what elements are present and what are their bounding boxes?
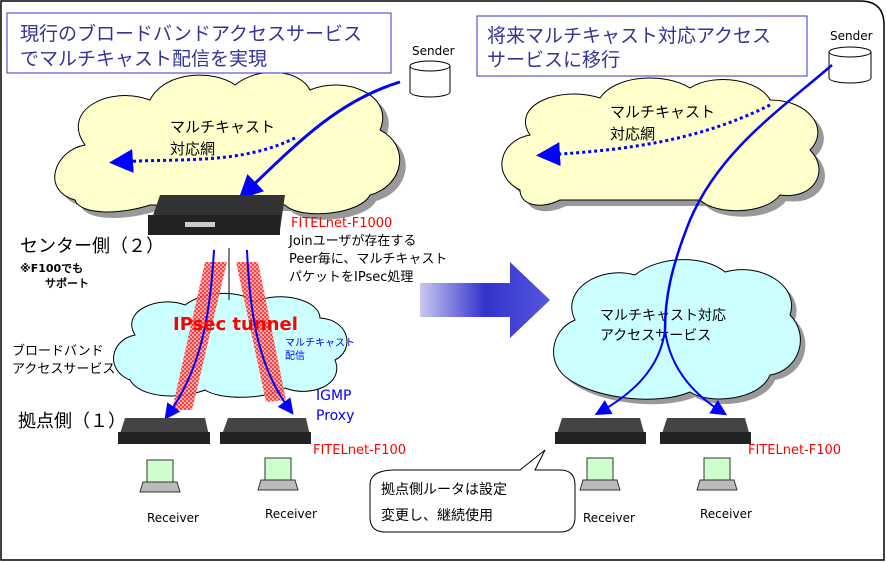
access-service-label: マルチキャスト対応 xyxy=(600,308,726,324)
router-f100 xyxy=(118,418,210,444)
sender-label-right: Sender xyxy=(830,29,873,43)
left-title-line2: でマルチキャスト配信を実現 xyxy=(20,48,267,70)
callout-text-2: 変更し、継続使用 xyxy=(381,507,493,524)
multicast-delivery-2: 配信 xyxy=(285,350,305,362)
tunnel-flow-1 xyxy=(164,249,215,420)
ipsec-tunnel-1 xyxy=(172,262,227,410)
multicast-dotted-arrow-left xyxy=(109,136,296,174)
left-title-line1: 現行のブロードバンドアクセスサービス xyxy=(20,22,362,45)
broadband-label-1: ブロードバンド xyxy=(12,343,104,359)
ipsec-tunnel-label: IPsec tunnel xyxy=(173,314,298,335)
center-desc-1: Joinユーザが存在する xyxy=(288,234,416,249)
f1000-label: FITELnet-F1000 xyxy=(291,216,392,231)
access-service-label-2: アクセスサービス xyxy=(600,328,711,344)
multicast-flow-right xyxy=(663,64,833,331)
right-title-box xyxy=(476,15,808,77)
multicast-network-cloud-right xyxy=(501,77,825,217)
flow-to-receiver-2 xyxy=(664,329,728,416)
multicast-net-label-left: マルチキャスト xyxy=(170,118,275,136)
laptop-icon xyxy=(139,459,181,493)
router-f100 xyxy=(220,418,311,444)
center-desc-2: Peer毎に、マルチキャスト xyxy=(289,251,447,267)
laptop-icon xyxy=(696,457,738,491)
branch-side-label: 拠点側（１） xyxy=(18,411,126,432)
laptop-icon xyxy=(257,457,299,491)
receiver-label: Receiver xyxy=(700,507,752,521)
left-title-box xyxy=(6,12,392,74)
receiver-label: Receiver xyxy=(583,511,635,525)
broadband-label-2: アクセスサービス xyxy=(12,362,115,377)
laptop-icon xyxy=(579,457,621,491)
center-side-label: センター側（２） xyxy=(20,236,164,257)
multicast-flow-arrow xyxy=(238,80,401,200)
right-title-line1: 将来マルチキャスト対応アクセス xyxy=(487,25,771,47)
multicast-access-cloud xyxy=(553,259,806,405)
broadband-cloud xyxy=(113,292,348,398)
sender-label-left: Sender xyxy=(412,44,455,58)
ipsec-tunnel-2 xyxy=(236,262,286,402)
multicast-delivery-1: マルチキャスト xyxy=(285,337,355,349)
router-f100 xyxy=(660,418,751,444)
multicast-network-cloud-left xyxy=(54,71,406,220)
sender-database-icon-left xyxy=(409,60,451,98)
tunnel-flow-2 xyxy=(246,249,294,415)
f100-label-left: FITELnet-F100 xyxy=(313,443,406,458)
multicast-net-label-right: マルチキャスト xyxy=(610,103,715,121)
router-f1000 xyxy=(148,195,285,235)
migration-arrow-icon xyxy=(420,262,550,338)
receiver-label: Receiver xyxy=(265,507,317,521)
callout-text-1: 拠点側ルータは設定 xyxy=(381,482,507,498)
multicast-net-label-left-2: 対応網 xyxy=(170,140,215,158)
igmp-label-1: IGMP xyxy=(316,388,352,404)
sender-database-icon-right xyxy=(828,46,872,84)
flow-to-receiver-1 xyxy=(594,329,666,415)
router-f100 xyxy=(555,418,646,444)
receiver-label: Receiver xyxy=(147,511,199,525)
igmp-label-2: Proxy xyxy=(316,408,354,424)
multicast-net-label-right-2: 対応網 xyxy=(610,125,655,143)
f100-label-right: FITELnet-F100 xyxy=(748,443,841,458)
center-note-1: ※F100でも xyxy=(20,262,83,275)
center-note-2: サポート xyxy=(45,276,89,290)
right-title-line2: サービスに移行 xyxy=(487,49,620,71)
multicast-dotted-arrow-right xyxy=(536,103,771,167)
center-desc-3: パケットをIPsec処理 xyxy=(289,270,413,285)
callout-bubble xyxy=(369,449,576,533)
